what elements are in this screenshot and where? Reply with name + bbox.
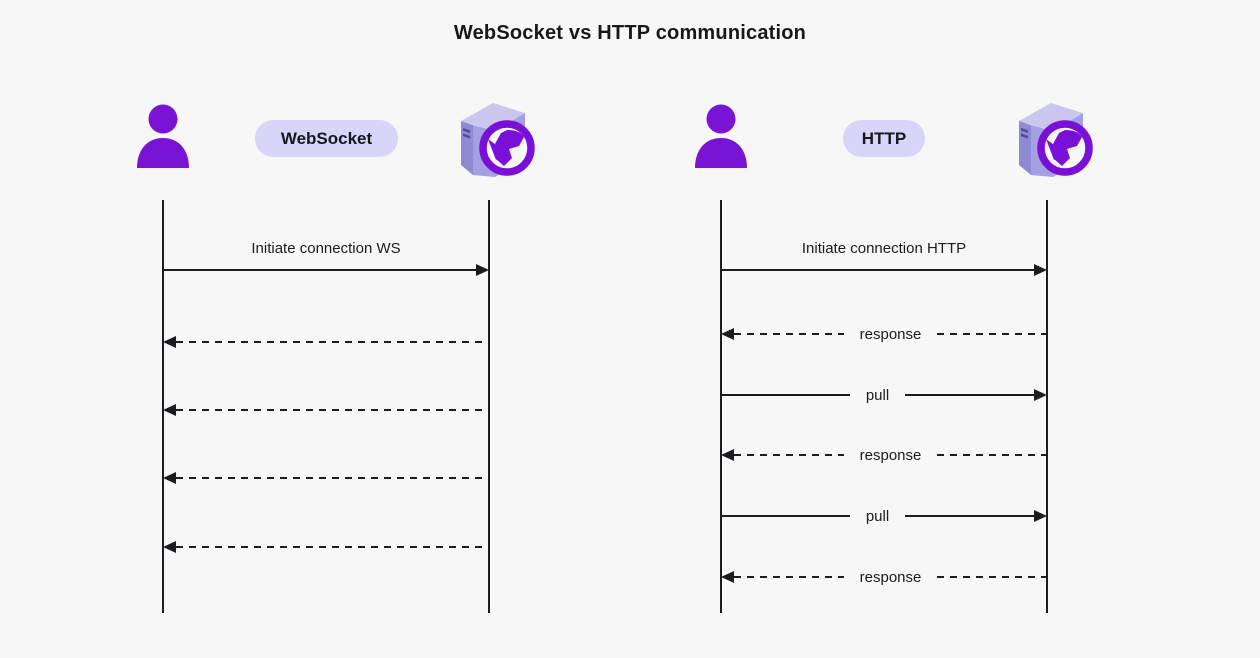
protocol-pill-label: WebSocket <box>280 128 373 148</box>
message-arrow-dashed-left <box>163 540 489 554</box>
message-label: Initiate connection WS <box>251 240 401 257</box>
message-label: response <box>859 568 922 586</box>
arrow-line <box>721 269 1034 271</box>
message-arrow-dashed-left <box>163 403 489 417</box>
message-arrow-solid-right: pull <box>721 507 1048 525</box>
arrow-line <box>937 576 1047 578</box>
message-arrow-dashed-left: response <box>721 568 1047 586</box>
arrow-line <box>905 394 1035 396</box>
arrowhead-left-icon <box>721 571 734 583</box>
lifeline-user-http <box>720 200 722 613</box>
arrowhead-right-icon <box>1034 510 1048 522</box>
lifeline-server-http <box>1046 200 1048 613</box>
message-label: pull <box>865 507 890 525</box>
message-label: response <box>859 446 922 464</box>
globe-icon <box>1037 120 1093 176</box>
arrow-line <box>937 333 1047 335</box>
protocol-pill-label: HTTP <box>861 128 907 148</box>
message-arrow-solid-right <box>163 263 489 277</box>
server-icon <box>461 103 535 177</box>
arrowhead-left-icon <box>163 472 176 484</box>
arrowhead-left-icon <box>163 336 176 348</box>
message-label: Initiate connection HTTP <box>801 240 967 257</box>
arrow-line <box>176 409 489 411</box>
message-label: pull <box>865 386 890 404</box>
arrow-line <box>163 269 476 271</box>
lifeline-server-websocket <box>488 200 490 613</box>
arrowhead-left-icon <box>721 328 734 340</box>
arrow-line <box>734 454 844 456</box>
protocol-pill-http: HTTP <box>843 120 925 157</box>
arrowhead-left-icon <box>163 404 176 416</box>
globe-icon <box>479 120 535 176</box>
protocol-pill-websocket: WebSocket <box>255 120 398 157</box>
user-icon <box>137 104 189 168</box>
message-arrow-dashed-left: response <box>721 325 1047 343</box>
arrow-line <box>176 477 489 479</box>
message-arrow-dashed-left <box>163 335 489 349</box>
arrow-line <box>905 515 1035 517</box>
arrowhead-right-icon <box>476 264 489 276</box>
arrow-line <box>734 333 844 335</box>
arrowhead-right-icon <box>1034 264 1047 276</box>
arrowhead-left-icon <box>163 541 176 553</box>
arrow-line <box>734 576 844 578</box>
arrow-line <box>176 341 489 343</box>
message-arrow-dashed-left <box>163 471 489 485</box>
diagram-title: WebSocket vs HTTP communication <box>453 22 807 44</box>
arrow-line <box>176 546 489 548</box>
server-icon <box>1019 103 1093 177</box>
arrow-line <box>937 454 1047 456</box>
arrowhead-right-icon <box>1034 389 1048 401</box>
user-icon <box>695 104 747 168</box>
message-arrow-solid-right: pull <box>721 386 1048 404</box>
message-arrow-dashed-left: response <box>721 446 1047 464</box>
message-label: response <box>859 325 922 343</box>
arrow-line <box>721 394 850 396</box>
arrow-line <box>721 515 850 517</box>
message-arrow-solid-right <box>721 263 1047 277</box>
arrowhead-left-icon <box>721 449 734 461</box>
